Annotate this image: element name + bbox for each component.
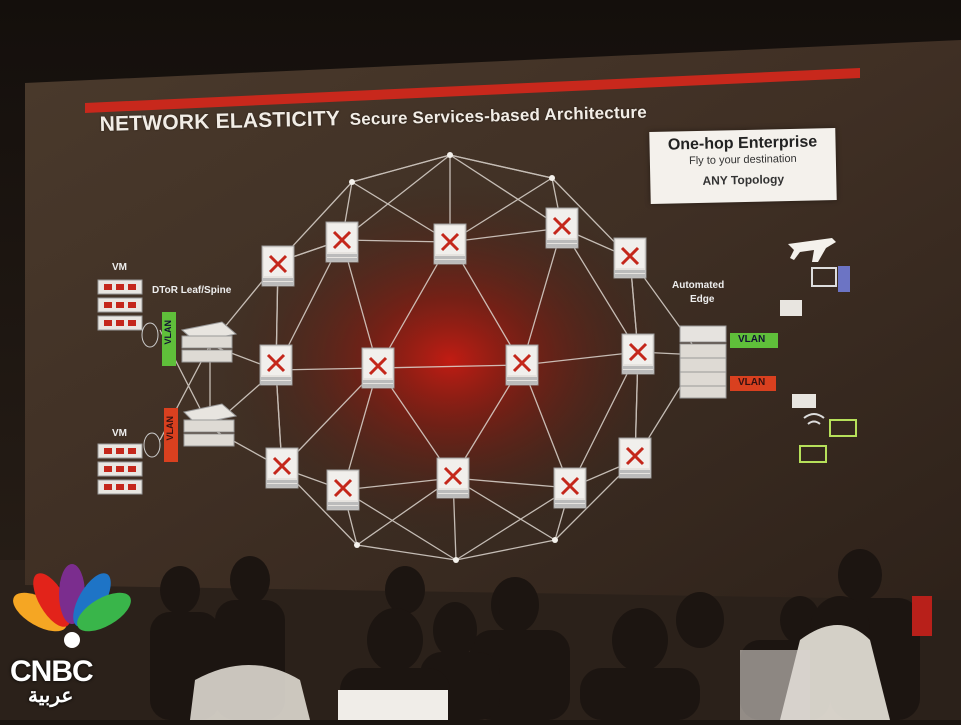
laptop-icon	[799, 445, 827, 463]
cnbc-wordmark: CNBC	[10, 655, 94, 688]
router-icon	[792, 394, 816, 408]
title-bar	[85, 68, 860, 113]
automated-edge-stack	[679, 325, 727, 399]
red-glow	[220, 180, 680, 540]
airplane-icon	[788, 238, 836, 262]
vlan-tag-green-left	[162, 312, 176, 366]
vlan-tag-red-right	[730, 376, 776, 391]
vm-label-bottom: VM	[112, 428, 127, 439]
phone-icon	[780, 300, 802, 316]
cnbc-arabic-wordmark: عربية	[28, 685, 74, 707]
connector-icon	[143, 432, 161, 458]
slide-title-main: NETWORK ELASTICITY	[99, 107, 340, 137]
vlan-tag-green-right	[730, 333, 778, 348]
tower-icon	[838, 266, 850, 292]
edge-label-line1: Automated	[672, 280, 725, 291]
red-stand	[912, 596, 932, 636]
light-shirt	[740, 650, 810, 720]
vlan-label-right-red: VLAN	[738, 377, 766, 388]
computer-icon	[811, 267, 837, 287]
connector-icon	[141, 322, 159, 348]
vlan-tag-red-left	[164, 408, 178, 462]
one-hop-topology: ANY Topology	[702, 172, 785, 188]
one-hop-subtitle: Fly to your destination	[688, 152, 797, 168]
vlan-label-right-green: VLAN	[738, 334, 766, 345]
edge-label-line2: Edge	[690, 294, 715, 305]
white-shirt	[338, 690, 448, 720]
vm-label-top: VM	[112, 262, 127, 273]
dtor-label: DToR Leaf/Spine	[152, 285, 232, 296]
cnbc-peacock-logo	[13, 564, 131, 648]
vlan-label-left-red: VLAN	[165, 416, 175, 441]
wifi-icon	[803, 413, 825, 425]
laptop-icon	[829, 419, 857, 437]
vlan-label-left-green: VLAN	[163, 320, 173, 345]
vm-servers-bottom	[97, 443, 143, 495]
vm-servers-top	[97, 279, 143, 331]
one-hop-box: One-hop Enterprise Fly to your destinati…	[649, 128, 837, 204]
dtor-switches	[180, 321, 238, 447]
mesh-vertices	[349, 152, 558, 563]
